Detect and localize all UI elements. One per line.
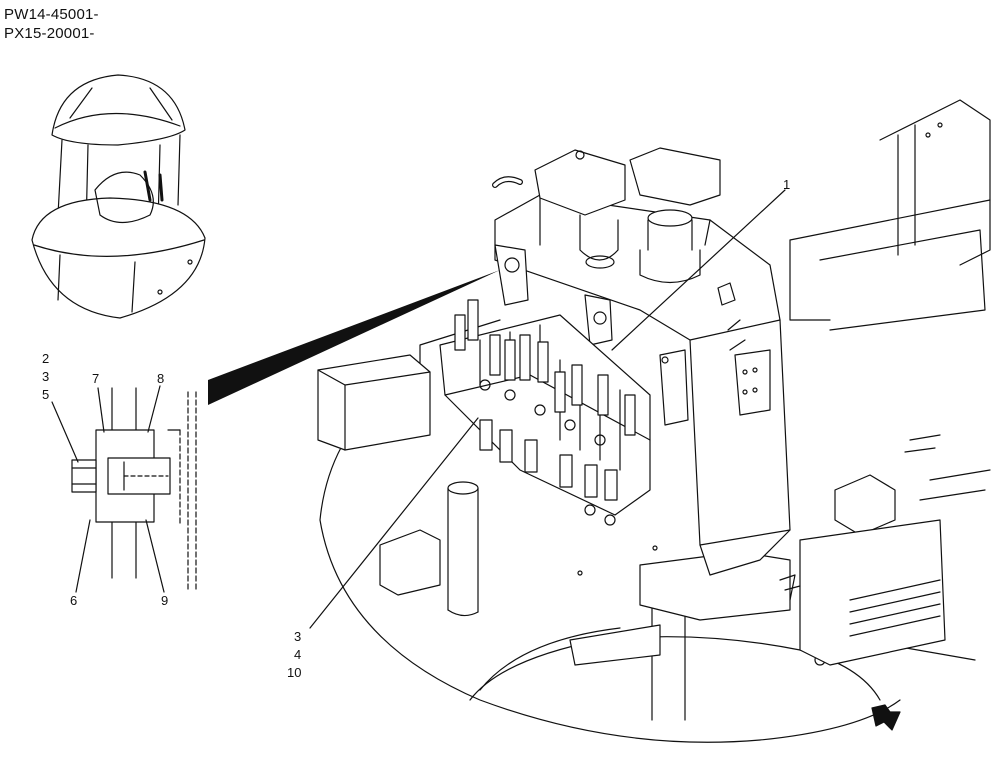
leader-line-1 bbox=[611, 189, 786, 351]
control-valve-bank bbox=[439, 244, 651, 526]
callout-1: 1 bbox=[783, 177, 791, 192]
serial-range-1: PW14-45001- bbox=[4, 6, 99, 23]
left-support-bracket bbox=[317, 354, 431, 451]
callout-3: 3 bbox=[294, 629, 302, 644]
upper-frame-structure bbox=[789, 99, 991, 331]
leader-line-3 bbox=[309, 417, 479, 629]
callout-8: 8 bbox=[157, 371, 165, 386]
spool-caps bbox=[454, 299, 636, 501]
callout-7: 7 bbox=[92, 371, 100, 386]
pipe-posts bbox=[379, 481, 791, 721]
callout-10: 10 bbox=[287, 665, 302, 680]
callout-4: 4 bbox=[294, 647, 302, 662]
detail-wedge-indicator bbox=[208, 270, 500, 405]
callout-3-detail: 3 bbox=[42, 369, 50, 384]
callout-9: 9 bbox=[161, 593, 169, 608]
callout-5: 5 bbox=[42, 387, 50, 402]
callout-2: 2 bbox=[42, 351, 50, 366]
direction-arrow-icon bbox=[871, 704, 901, 731]
machine-overview-inset bbox=[31, 74, 206, 319]
tank-housing bbox=[492, 147, 791, 576]
serial-range-2: PX15-20001- bbox=[4, 25, 95, 42]
bolt-detail-section bbox=[51, 385, 197, 593]
callout-6: 6 bbox=[70, 593, 78, 608]
right-side-components bbox=[779, 434, 946, 666]
